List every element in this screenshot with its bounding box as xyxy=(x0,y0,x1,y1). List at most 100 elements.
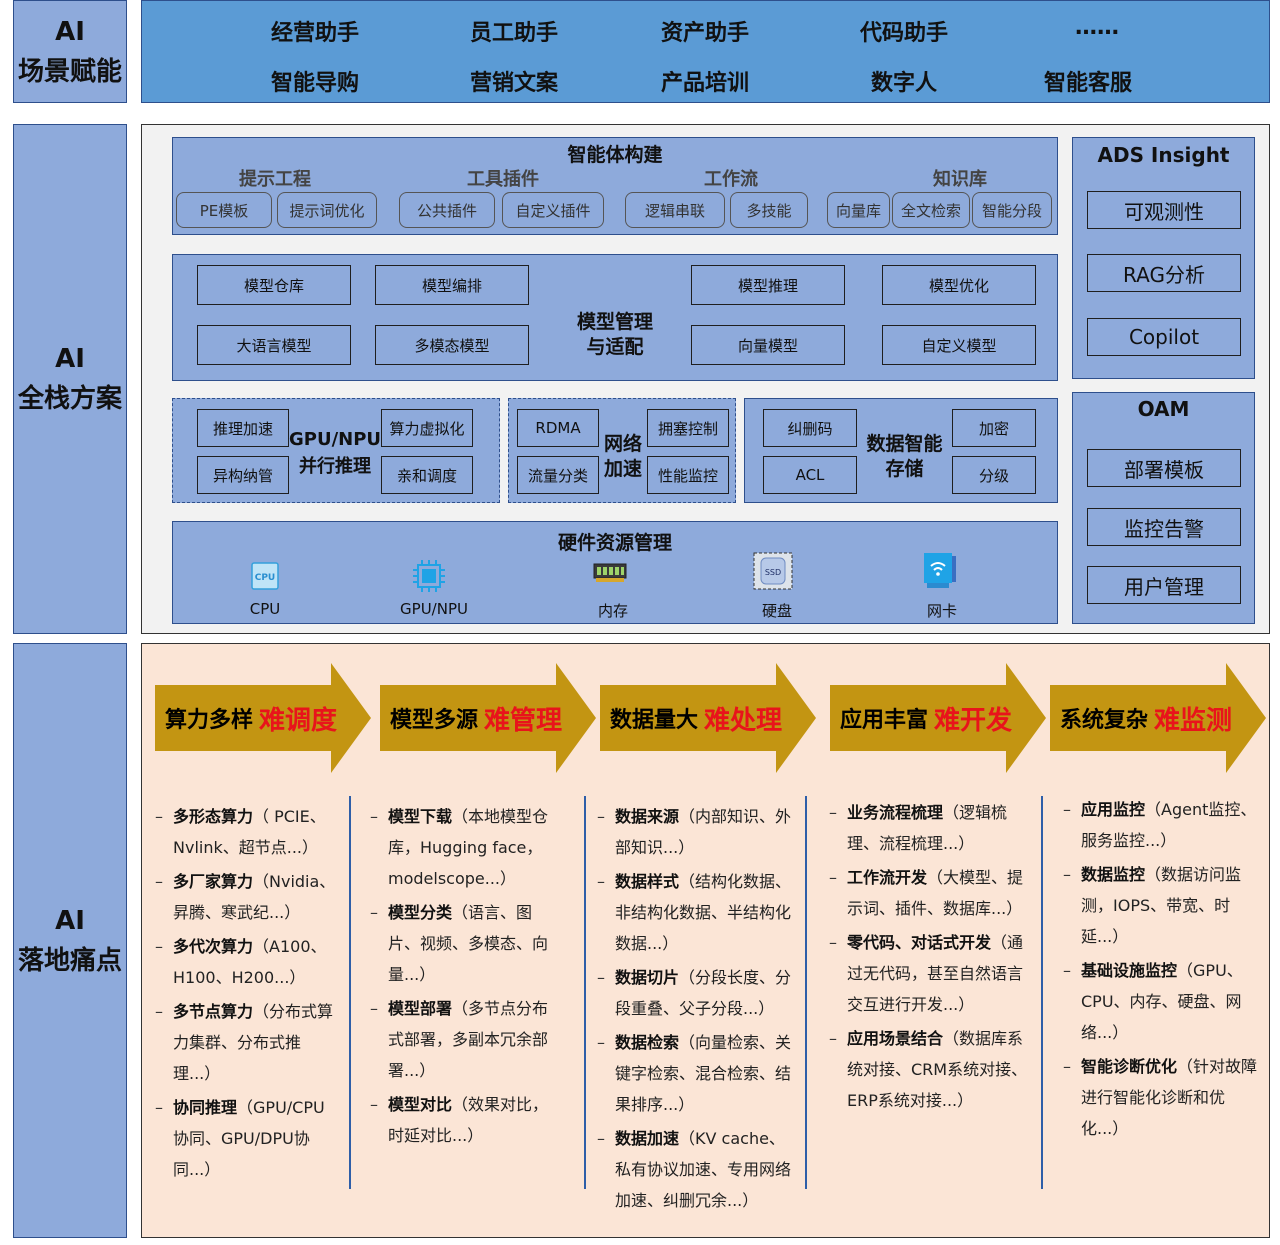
detail-value: （内部知识、外部知识...） xyxy=(615,807,792,857)
detail-column-model: 模型下载（本地模型仓库，Hugging face，modelscope...） … xyxy=(370,801,562,1154)
detail-key: 业务流程梳理 xyxy=(847,803,944,822)
detail-item: 多厂家算力（Nvidia、昇腾、寒武纪...） xyxy=(155,866,340,928)
public-plugin-box: 公共插件 xyxy=(399,192,495,228)
pain-arrow: 数据量大难处理 xyxy=(600,663,816,773)
pain-lead: 数据量大 xyxy=(610,708,699,733)
pain-hard: 难管理 xyxy=(484,705,563,736)
pain-arrow: 应用丰富难开发 xyxy=(830,663,1046,773)
acl-box: ACL xyxy=(763,456,857,494)
network-title-line1: 网络 xyxy=(603,433,642,455)
detail-value: （GPU/CPU协同、GPU/DPU协同...） xyxy=(173,1098,325,1179)
pain-arrow: 算力多样难调度 xyxy=(155,663,371,773)
detail-column-monitor: 应用监控（Agent监控、服务监控...） 数据监控（数据访问监测，IOPS、带… xyxy=(1063,794,1261,1147)
stack-section-label: AI 全栈方案 xyxy=(13,124,127,634)
detail-key: 多代次算力 xyxy=(173,937,254,956)
ssd-icon: SSD xyxy=(753,552,793,590)
detail-value: （Agent监控、服务监控...） xyxy=(1081,800,1257,850)
model-repo-box: 模型仓库 xyxy=(197,265,351,305)
custom-model-box: 自定义模型 xyxy=(882,325,1036,365)
gpu-title-line1: GPU/NPU xyxy=(289,429,382,450)
detail-item: 模型部署（多节点分布式部署，多副本冗余部署...） xyxy=(370,993,562,1086)
perf-monitor-box: 性能监控 xyxy=(647,456,729,494)
scene-item: 资产助手 xyxy=(660,21,750,46)
cpu-chip-text: CPU xyxy=(255,573,276,583)
detail-key: 数据监控 xyxy=(1081,865,1146,884)
detail-key: 零代码、对话式开发 xyxy=(847,933,992,952)
stack-label-line1: AI xyxy=(55,344,85,374)
detail-key: 多厂家算力 xyxy=(173,872,254,891)
detail-value: （数据库系统对接、CRM系统对接、ERP系统对接...） xyxy=(847,1029,1028,1110)
hardware-label-gpu: GPU/NPU xyxy=(400,600,468,618)
detail-column-data: 数据来源（内部知识、外部知识...） 数据样式（结构化数据、非结构化数据、半结构… xyxy=(597,801,795,1219)
multimodal-model-box: 多模态模型 xyxy=(375,325,529,365)
affinity-schedule-box: 亲和调度 xyxy=(381,456,473,494)
compute-virtualization-box: 算力虚拟化 xyxy=(381,409,473,447)
detail-value: （GPU、CPU、内存、硬盘、网络...） xyxy=(1081,961,1243,1042)
detail-key: 多形态算力 xyxy=(173,807,254,826)
detail-item: 应用监控（Agent监控、服务监控...） xyxy=(1063,794,1261,856)
detail-value: （A100、H100、H200...） xyxy=(173,937,327,987)
detail-column-app: 业务流程梳理（逻辑梳理、流程梳理...） 工作流开发（大模型、提示词、插件、数据… xyxy=(829,797,1029,1119)
network-title-line2: 加速 xyxy=(603,458,642,480)
pain-lead: 算力多样 xyxy=(165,708,254,733)
detail-item: 数据来源（内部知识、外部知识...） xyxy=(597,801,795,863)
pain-label-line2: 落地痛点 xyxy=(17,945,122,976)
column-divider xyxy=(349,796,351,1189)
detail-item: 多形态算力（ PCIE、Nvlink、超节点...） xyxy=(155,801,340,863)
detail-key: 数据来源 xyxy=(615,807,680,826)
detail-value: （分段长度、分段重叠、父子分段...） xyxy=(615,968,792,1018)
heterogeneous-mgmt-box: 异构纳管 xyxy=(197,456,289,494)
hardware-label-nic: 网卡 xyxy=(926,602,958,620)
scene-item: 经营助手 xyxy=(270,21,360,46)
hardware-mgmt-module: 硬件资源管理 CPU CPU GPU/NPU 内存 SSD 硬盘 xyxy=(172,521,1058,624)
detail-key: 模型对比 xyxy=(388,1095,453,1114)
agent-build-title: 智能体构建 xyxy=(567,144,663,166)
network-card-icon xyxy=(924,553,956,588)
cpu-icon: CPU xyxy=(251,562,279,590)
scene-item: 员工助手 xyxy=(469,21,559,46)
scene-item: 数字人 xyxy=(870,71,938,96)
column-divider xyxy=(805,796,807,1189)
full-text-search-box: 全文检索 xyxy=(892,192,970,228)
oam-module: OAM 部署模板 监控告警 用户管理 xyxy=(1072,392,1255,624)
gpu-inference-module: 推理加速 算力虚拟化 异构纳管 亲和调度 GPU/NPU 并行推理 xyxy=(172,398,500,503)
storage-title-line2: 存储 xyxy=(885,458,924,480)
rdma-box: RDMA xyxy=(517,409,599,447)
model-mgmt-title-line1: 模型管理 xyxy=(576,311,653,333)
model-mgmt-title-line2: 与适配 xyxy=(586,336,644,358)
detail-key: 数据加速 xyxy=(615,1129,680,1148)
pain-arrow: 系统复杂难监测 xyxy=(1050,663,1266,773)
storage-title-line1: 数据智能 xyxy=(866,433,943,455)
pain-lead: 模型多源 xyxy=(390,708,479,733)
model-optimize-box: 模型优化 xyxy=(882,265,1036,305)
agent-group-title: 工作流 xyxy=(704,169,758,190)
detail-key: 应用监控 xyxy=(1081,800,1146,819)
gpu-chip-icon xyxy=(413,560,445,592)
detail-item: 数据加速（KV cache、私有协议加速、专用网络加速、纠删冗余...） xyxy=(597,1123,795,1216)
pain-section-label: AI 落地痛点 xyxy=(13,643,127,1238)
detail-item: 智能诊断优化（针对故障进行智能化诊断和优化...） xyxy=(1063,1051,1261,1144)
agent-group-title: 提示工程 xyxy=(239,169,311,190)
ads-insight-module: ADS Insight 可观测性 RAG分析 Copilot xyxy=(1072,137,1255,379)
scene-item: 营销文案 xyxy=(469,71,559,96)
detail-value: （向量检索、关键字检索、混合检索、结果排序...） xyxy=(615,1033,792,1114)
congestion-control-box: 拥塞控制 xyxy=(647,409,729,447)
scene-section-label: AI 场景赋能 xyxy=(13,0,127,103)
ads-insight-title: ADS Insight xyxy=(1097,143,1230,167)
scene-more: …… xyxy=(1075,15,1119,40)
detail-item: 业务流程梳理（逻辑梳理、流程梳理...） xyxy=(829,797,1029,859)
detail-column-compute: 多形态算力（ PCIE、Nvlink、超节点...） 多厂家算力（Nvidia、… xyxy=(155,801,340,1188)
scene-item: 智能导购 xyxy=(270,71,360,96)
network-accel-module: RDMA 拥塞控制 流量分类 性能监控 网络 加速 xyxy=(508,398,736,503)
scene-label-line1: AI xyxy=(55,16,85,47)
model-orchestration-box: 模型编排 xyxy=(375,265,529,305)
detail-item: 模型对比（效果对比，时延对比...） xyxy=(370,1089,562,1151)
detail-item: 模型分类（语言、图片、视频、多模态、向量...） xyxy=(370,897,562,990)
detail-value: （语言、图片、视频、多模态、向量...） xyxy=(388,903,549,984)
oam-title: OAM xyxy=(1137,397,1190,421)
ssd-chip-text: SSD xyxy=(765,568,781,577)
data-storage-module: 纠删码 加密 ACL 分级 数据智能 存储 xyxy=(744,398,1058,503)
memory-icon xyxy=(593,563,627,582)
copilot-box: Copilot xyxy=(1087,318,1241,356)
hardware-label-disk: 硬盘 xyxy=(761,602,793,620)
